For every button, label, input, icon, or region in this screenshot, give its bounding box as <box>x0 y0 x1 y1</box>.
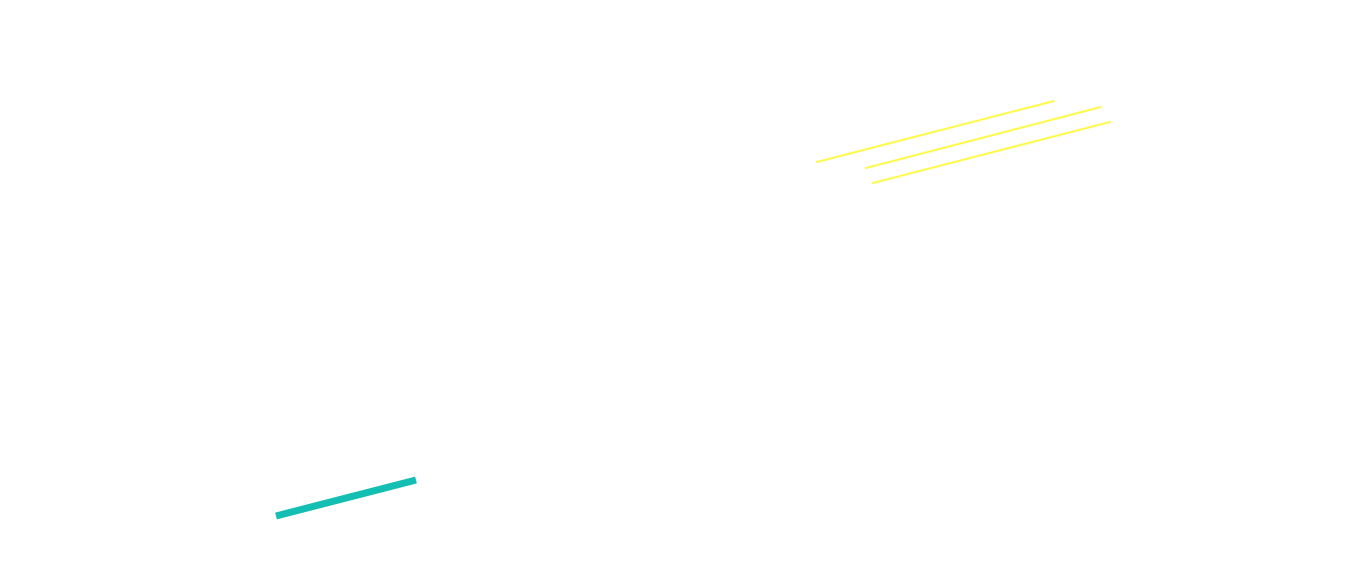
teal-stroke <box>275 476 417 520</box>
yellow-stroke-group <box>816 100 1111 184</box>
yellow-stroke-2 <box>865 106 1102 169</box>
yellow-stroke-1 <box>816 100 1055 163</box>
yellow-stroke-3 <box>872 121 1111 184</box>
